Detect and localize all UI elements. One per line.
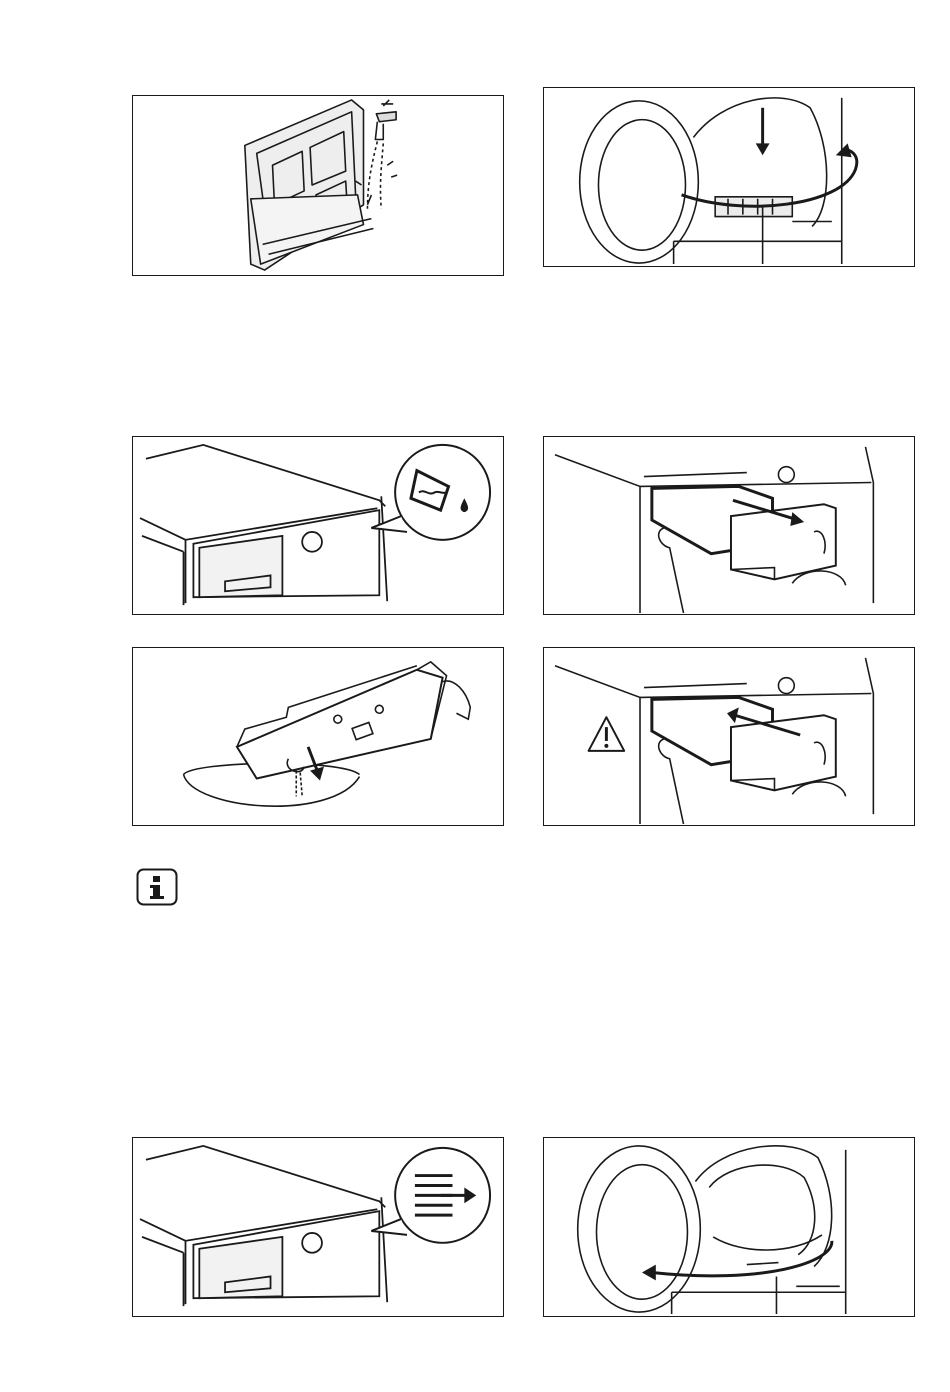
- dryer-top-filter-illustration: [133, 1138, 503, 1316]
- dryer-top-illustration: [133, 437, 503, 614]
- water-container-symbol-icon: [371, 445, 490, 540]
- figure-filter-insert: [543, 87, 915, 267]
- filter-rinse-illustration: [133, 96, 503, 275]
- pull-container-illustration: [544, 437, 914, 614]
- figure-filter-symbol: [132, 1137, 504, 1317]
- info-icon: [136, 868, 178, 906]
- push-container-illustration: [544, 648, 914, 825]
- figure-container-pull-out: [543, 436, 915, 615]
- close-door-illustration: [544, 1138, 914, 1316]
- figure-container-push-in: [543, 647, 915, 826]
- figure-pour-water: [132, 647, 504, 826]
- figure-filter-rinse: [132, 95, 504, 276]
- figure-container-symbol: [132, 436, 504, 615]
- pour-water-illustration: [133, 648, 503, 825]
- figure-close-door: [543, 1137, 915, 1317]
- warning-icon: [589, 717, 625, 751]
- down-arrow-icon: [756, 108, 770, 155]
- filter-symbol-icon: [371, 1148, 490, 1243]
- filter-insert-illustration: [544, 88, 914, 266]
